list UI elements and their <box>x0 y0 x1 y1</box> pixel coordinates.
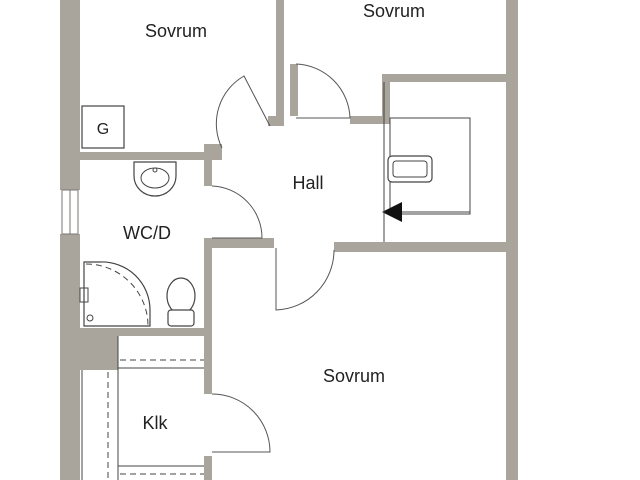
door-bedroom-right <box>295 63 351 119</box>
bathtub <box>387 155 433 183</box>
toilet-bowl <box>166 277 196 315</box>
exterior-wall-right <box>506 0 518 480</box>
wall-closet-corner <box>80 336 118 370</box>
room-label-wc: WC/D <box>123 223 171 243</box>
wall-wc-right-upper <box>204 152 212 186</box>
wall-bedroom-left-bottom <box>80 152 210 160</box>
wall-hall-bottom-right <box>334 242 508 252</box>
wall-wc-right-lower <box>204 238 212 336</box>
wall-bedroom-right-bottom <box>290 64 298 116</box>
walls <box>60 0 518 480</box>
door-closet <box>211 393 271 453</box>
door-wc <box>211 185 263 239</box>
wall-bedroom-left-right-stub <box>268 116 284 126</box>
wall-wc-bottom <box>80 328 212 336</box>
shower-curtain <box>85 263 149 327</box>
toilet-tank <box>167 309 195 327</box>
bathtub-inner <box>392 160 428 178</box>
shower-mixer <box>79 287 89 303</box>
wardrobe <box>81 105 125 149</box>
doors <box>211 63 351 453</box>
wardrobe-label: G <box>97 121 109 138</box>
shower <box>83 261 151 327</box>
room-label-hall: Hall <box>292 173 323 193</box>
wall-closet-right-lower <box>204 456 212 480</box>
wall-closet-right-upper <box>204 336 212 394</box>
exterior-wall-left-lower <box>60 234 80 480</box>
door-bedroom-large <box>275 248 335 311</box>
wall-bedroom-right-bottom-h <box>350 116 390 124</box>
door-bedroom-left <box>215 75 271 149</box>
fixtures: G <box>79 82 471 480</box>
wall-between-bedrooms <box>276 0 284 116</box>
arrow-icon <box>382 202 402 222</box>
wall-bath-top <box>382 74 508 82</box>
room-label-bedroom-top-right: Sovrum <box>363 1 425 21</box>
room-label-closet: Klk <box>142 413 168 433</box>
room-labels: Sovrum Sovrum Hall WC/D Sovrum Klk <box>123 1 425 433</box>
sink <box>133 161 177 197</box>
exterior-wall-left-upper <box>60 0 80 190</box>
wall-hall-bottom-left <box>204 238 274 248</box>
shower-drain <box>86 314 94 322</box>
sink-drain <box>152 167 158 173</box>
room-label-bedroom-large: Sovrum <box>323 366 385 386</box>
room-label-bedroom-top-left: Sovrum <box>145 21 207 41</box>
wall-bath-left <box>382 74 390 124</box>
